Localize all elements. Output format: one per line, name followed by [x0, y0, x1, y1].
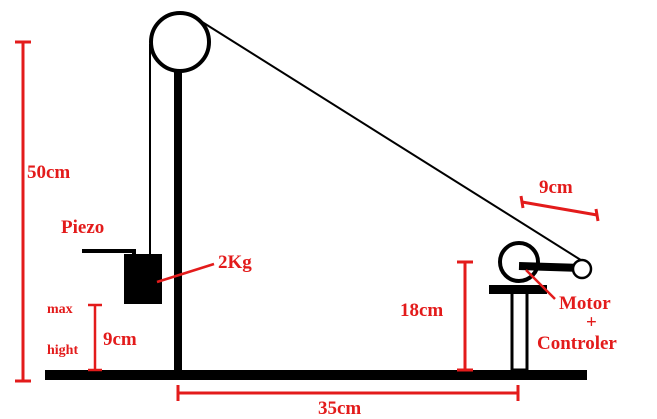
dimension-arm-9cm [519, 195, 600, 222]
label-motor-height: 18cm [400, 300, 443, 321]
motor-stand-post [510, 290, 529, 372]
text-labels: 50cm Piezo 2Kg max hight 9cm 9cm 18cm Mo… [27, 162, 617, 419]
piezo-sensor-arm [82, 249, 136, 258]
label-motor: Motor [559, 293, 611, 314]
label-controler: Controler [537, 333, 617, 354]
motor-crank-arm [518, 262, 583, 272]
slanted-rope [198, 19, 585, 263]
label-hight: hight [47, 343, 78, 358]
top-pulley [149, 11, 211, 73]
annotations [15, 40, 600, 401]
label-arm-length: 9cm [539, 177, 573, 198]
base-bar [45, 370, 587, 380]
dimension-50cm [15, 40, 31, 383]
dimension-max-height [88, 303, 102, 372]
structure [45, 11, 593, 380]
weight-block [124, 254, 162, 304]
dimension-35cm [176, 385, 520, 401]
label-piezo: Piezo [61, 217, 104, 238]
main-pole [174, 38, 182, 371]
dimension-18cm [457, 260, 473, 372]
label-total-height: 50cm [27, 162, 70, 183]
mass-pointer [156, 262, 215, 284]
label-max: max [47, 302, 73, 317]
label-plus: + [586, 312, 597, 333]
label-distance: 35cm [318, 398, 361, 419]
label-max-height-value: 9cm [103, 329, 137, 350]
motor-stand-plate [489, 285, 547, 294]
crank-end-pulley [571, 258, 593, 280]
label-mass: 2Kg [218, 252, 252, 273]
motor-pointer [525, 269, 556, 300]
